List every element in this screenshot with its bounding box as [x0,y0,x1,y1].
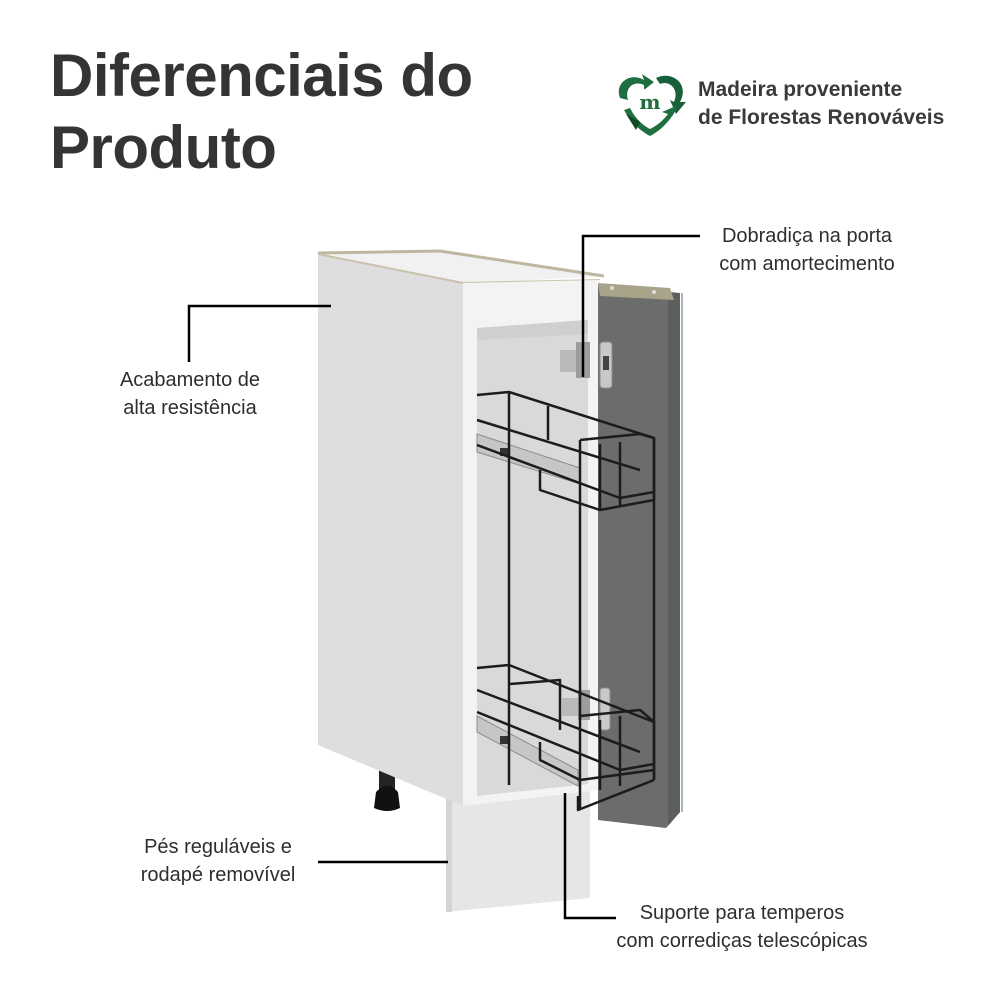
callout-finish-line-1: Acabamento de [119,369,261,391]
recycle-heart-icon: m [618,74,686,136]
callout-hinge: Dobradiça na porta com amortecimento [697,222,917,278]
plinth [446,780,590,912]
callout-feet: Pés reguláveis e rodapé removível [128,833,308,889]
callout-rack-line-2: com corrediças telescópicas [616,930,868,952]
telescopic-slide-lower [476,715,579,787]
cabinet-interior [477,320,588,796]
top-panel [318,252,604,284]
callout-feet-line-2: rodapé removível [140,864,296,886]
title-line-1: Diferenciais do [50,42,473,109]
badge-line-2: de Florestas Renováveis [698,106,945,129]
callout-finish: Acabamento de alta resistência [100,366,280,422]
callout-rack-line-1: Suporte para temperos [639,902,845,924]
callout-hinge-line-2: com amortecimento [719,253,895,275]
title-line-2: Produto [50,114,277,181]
callout-hinge-line-1: Dobradiça na porta [721,225,893,247]
badge-line-1: Madeira proveniente [698,78,903,101]
callout-finish-line-2: alta resistência [123,397,257,419]
callout-feet-line-1: Pés reguláveis e [144,836,292,858]
callout-rack: Suporte para temperos com corrediças tel… [592,899,892,955]
badge-text: Madeira proveniente de Florestas Renováv… [698,76,944,132]
page-title: Diferenciais do Produto [50,40,473,184]
hinge-lower [562,687,611,731]
badge-letter: m [639,90,660,114]
sustainability-badge: m Madeira proveniente de Florestas Renov… [610,68,944,140]
side-panel [318,254,463,806]
